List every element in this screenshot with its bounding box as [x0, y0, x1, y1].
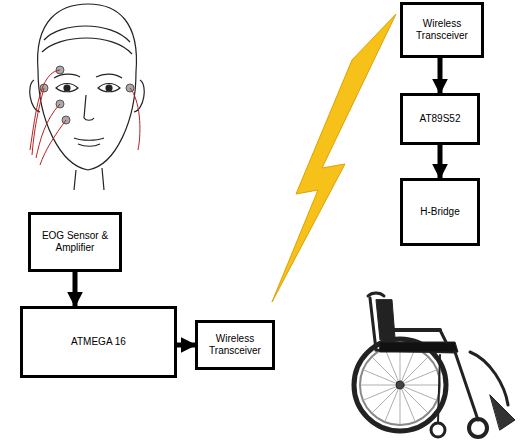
process-box: ATMEGA 16 [20, 306, 177, 378]
process-box: Wireless Transceiver [195, 320, 275, 370]
box-label: EOG Sensor & Amplifier [31, 228, 119, 257]
block-arrow [73, 272, 78, 306]
wheelchair-illustration [354, 293, 515, 437]
box-label: Wireless Transceiver [403, 16, 481, 45]
process-box: EOG Sensor & Amplifier [28, 212, 122, 272]
box-label: Wireless Transceiver [198, 331, 272, 360]
electrodes [30, 66, 140, 165]
wireless-bolt [272, 14, 396, 302]
process-box: Wireless Transceiver [400, 2, 484, 58]
box-label: H-Bridge [416, 204, 463, 221]
face-illustration [30, 4, 145, 190]
process-box: H-Bridge [400, 178, 480, 246]
block-arrow [177, 343, 195, 348]
box-label: ATMEGA 16 [67, 334, 130, 351]
block-arrow [438, 145, 443, 178]
process-box: AT89S52 [400, 93, 480, 145]
block-arrow [438, 58, 443, 93]
box-label: AT89S52 [416, 111, 465, 128]
